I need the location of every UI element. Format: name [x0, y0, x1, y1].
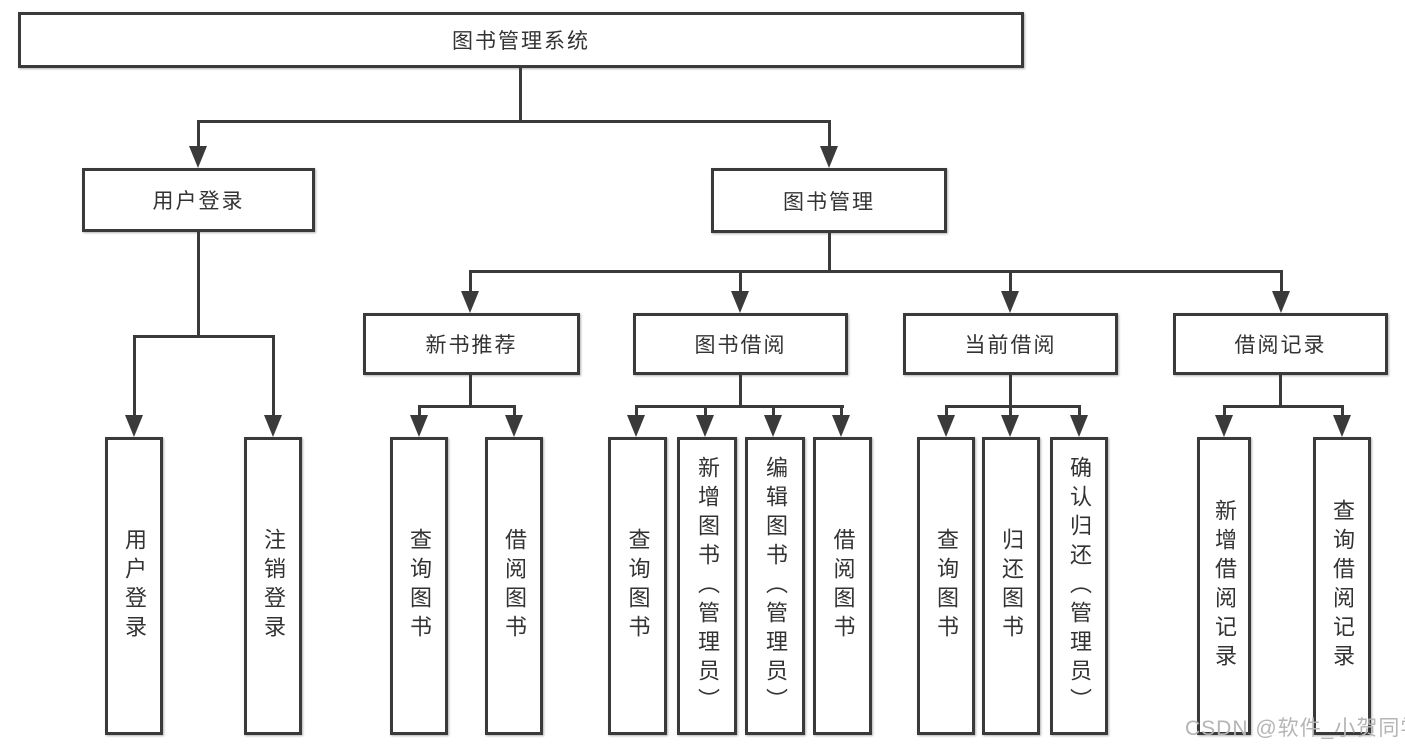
leaf-borrow-edit-books-admin: 编辑图书（管理员）: [745, 437, 805, 735]
leaf-borrow-add-books-admin: 新增图书（管理员）: [677, 437, 737, 735]
connector-line: [828, 233, 831, 270]
connector-line: [704, 405, 707, 419]
connector-line: [635, 405, 844, 408]
connector-line: [1279, 375, 1282, 405]
connector-line: [635, 405, 638, 419]
arrow-down-icon: [937, 415, 955, 437]
connector-line: [945, 405, 1081, 408]
node-book-management: 图书管理: [711, 168, 947, 233]
connector-line: [418, 405, 421, 419]
node-current-borrowing: 当前借阅: [903, 313, 1118, 375]
connector-line: [1341, 405, 1344, 419]
arrow-down-icon: [764, 415, 782, 437]
arrow-down-icon: [1333, 415, 1351, 437]
arrow-down-icon: [1215, 415, 1233, 437]
connector-line: [133, 335, 136, 419]
connector-line: [1223, 405, 1226, 419]
connector-line: [739, 375, 742, 405]
leaf-records-add-record: 新增借阅记录: [1197, 437, 1251, 735]
leaf-borrow-borrow-books: 借阅图书: [813, 437, 872, 735]
connector-line: [197, 120, 200, 150]
csdn-watermark: CSDN @软件_小贺同学: [1185, 717, 1405, 740]
arrow-down-icon: [820, 146, 838, 168]
arrow-down-icon: [832, 415, 850, 437]
connector-line: [272, 335, 275, 419]
arrow-down-icon: [410, 415, 428, 437]
connector-line: [197, 120, 831, 123]
node-library-management-system: 图书管理系统: [18, 12, 1024, 68]
connector-line: [739, 270, 742, 293]
leaf-current-query-books: 查询图书: [917, 437, 975, 735]
leaf-records-query-record: 查询借阅记录: [1313, 437, 1371, 735]
connector-line: [828, 120, 831, 150]
arrow-down-icon: [1001, 291, 1019, 313]
leaf-new-book-query-books: 查询图书: [390, 437, 448, 735]
node-book-borrowing: 图书借阅: [633, 313, 848, 375]
leaf-new-book-borrow-books: 借阅图书: [485, 437, 543, 735]
arrow-down-icon: [1272, 291, 1290, 313]
connector-line: [1223, 405, 1343, 408]
node-user-login: 用户登录: [82, 168, 315, 232]
connector-line: [1009, 270, 1012, 293]
connector-line: [1009, 375, 1012, 405]
leaf-current-return-books: 归还图书: [982, 437, 1040, 735]
leaf-user-login: 用户登录: [105, 437, 163, 735]
arrow-down-icon: [461, 291, 479, 313]
node-borrowing-records: 借阅记录: [1173, 313, 1388, 375]
connector-line: [133, 335, 275, 338]
connector-line: [772, 405, 775, 419]
connector-line: [1280, 270, 1283, 293]
connector-line: [197, 232, 200, 335]
arrow-down-icon: [627, 415, 645, 437]
connector-line: [469, 375, 472, 405]
arrow-down-icon: [264, 415, 282, 437]
arrow-down-icon: [731, 291, 749, 313]
arrow-down-icon: [189, 146, 207, 168]
arrow-down-icon: [505, 415, 523, 437]
connector-line: [513, 405, 516, 419]
arrow-down-icon: [125, 415, 143, 437]
connector-line: [945, 405, 948, 419]
node-new-book-recommend: 新书推荐: [363, 313, 580, 375]
connector-line: [469, 270, 472, 293]
connector-line: [418, 405, 516, 408]
connector-line: [469, 270, 1283, 273]
connector-line: [519, 68, 522, 120]
arrow-down-icon: [696, 415, 714, 437]
connector-line: [1078, 405, 1081, 419]
leaf-current-confirm-return-admin: 确认归还（管理员）: [1050, 437, 1108, 735]
arrow-down-icon: [1070, 415, 1088, 437]
arrow-down-icon: [1001, 415, 1019, 437]
leaf-borrow-query-books: 查询图书: [608, 437, 667, 735]
connector-line: [840, 405, 843, 419]
connector-line: [1009, 405, 1012, 419]
leaf-logout: 注销登录: [244, 437, 302, 735]
